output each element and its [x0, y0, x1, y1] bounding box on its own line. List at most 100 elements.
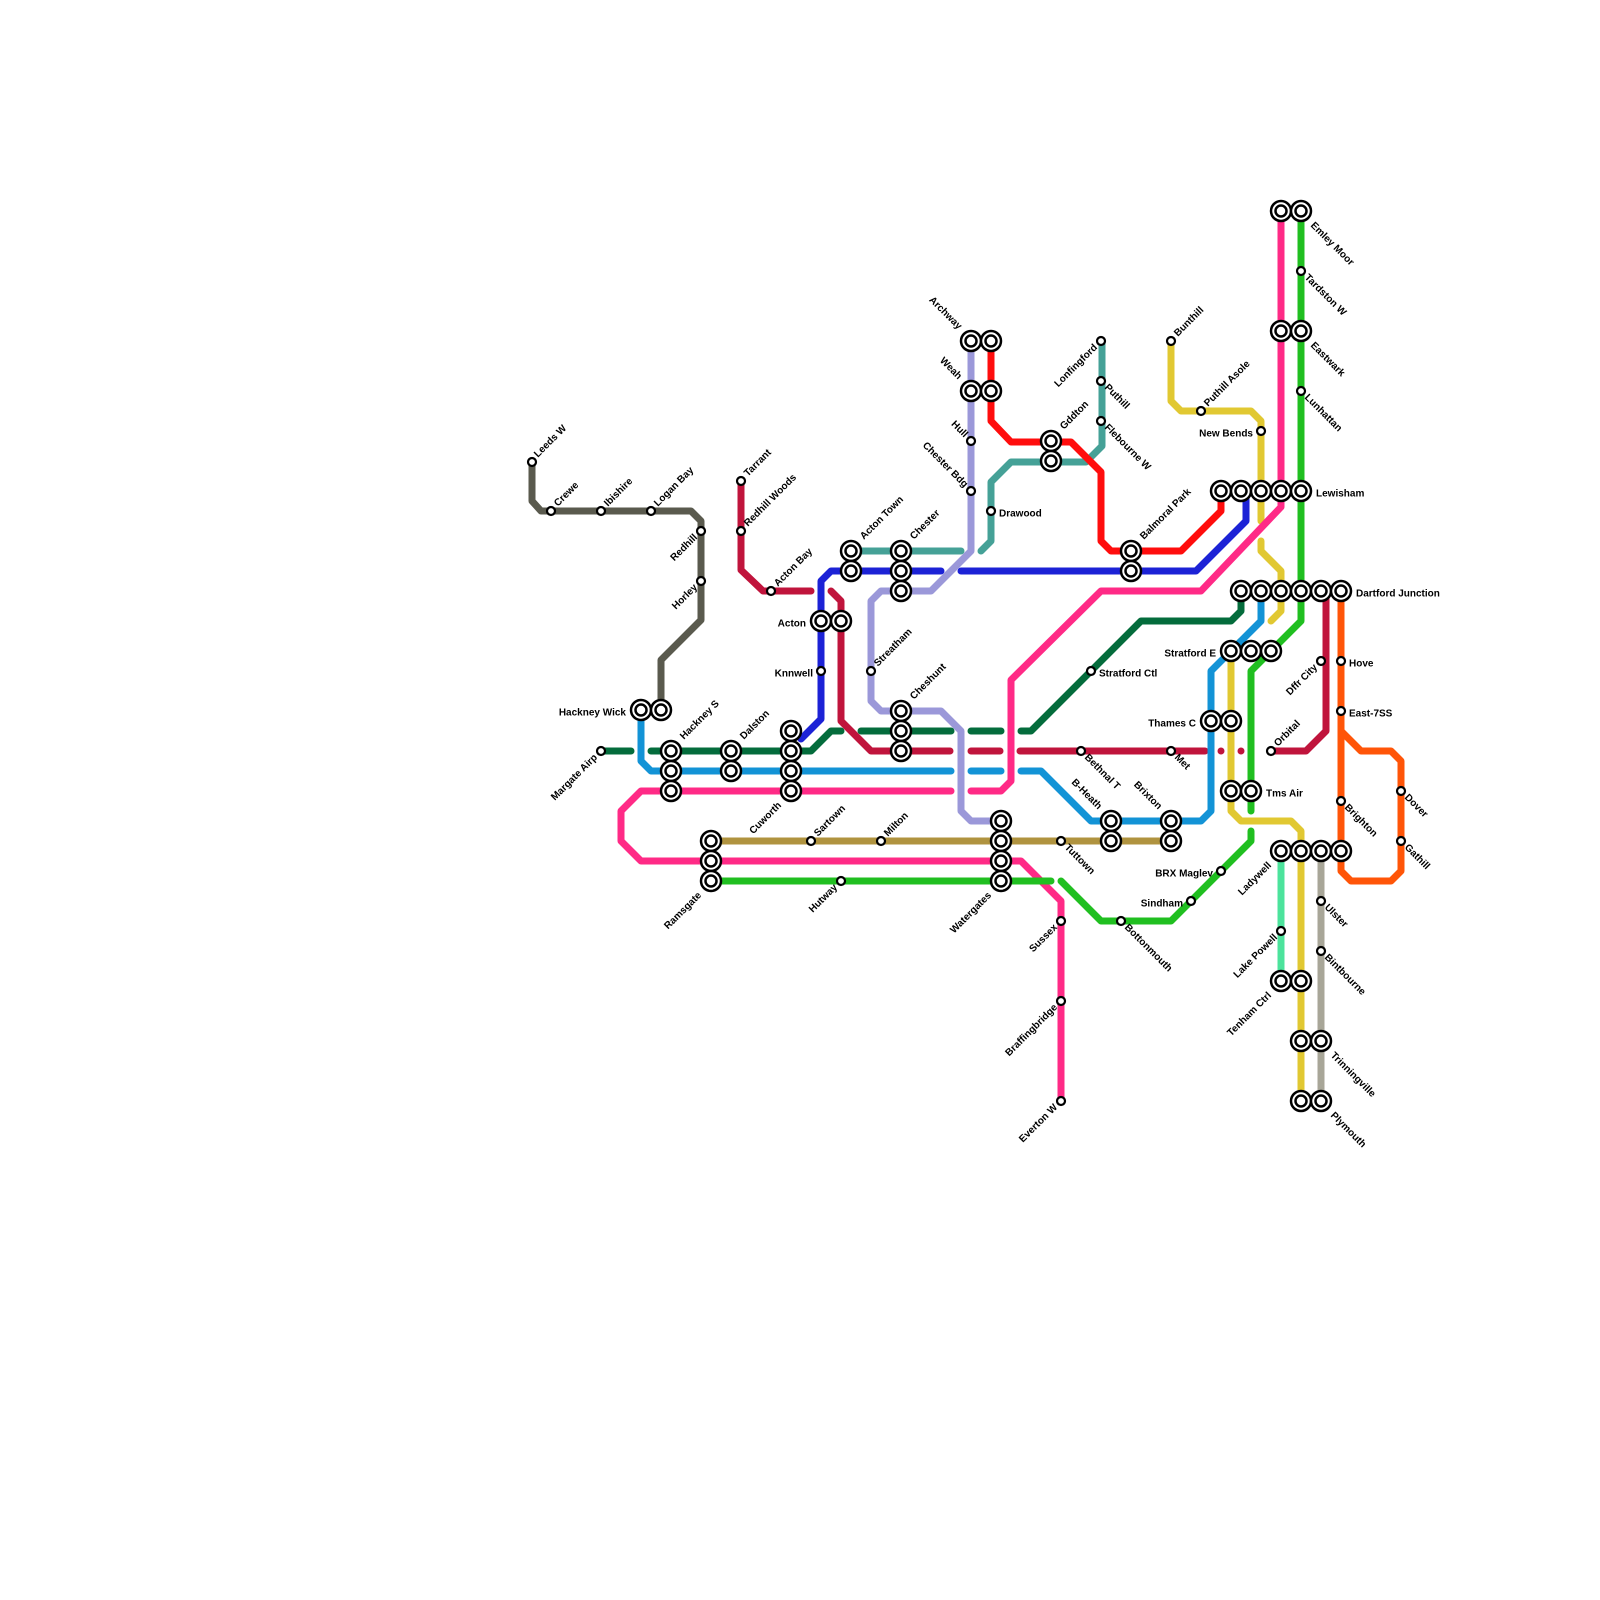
interchange-marker[interactable]: [701, 851, 721, 871]
station-marker[interactable]: [737, 527, 745, 535]
interchange-marker[interactable]: [1291, 201, 1311, 221]
interchange-marker[interactable]: [781, 761, 801, 781]
interchange-marker[interactable]: [1161, 831, 1181, 851]
interchange-marker[interactable]: [1271, 201, 1291, 221]
interchange-marker[interactable]: [1231, 481, 1251, 501]
station-marker[interactable]: [1057, 837, 1065, 845]
interchange-marker[interactable]: [631, 700, 651, 720]
interchange-marker[interactable]: [831, 611, 851, 631]
interchange-marker[interactable]: [1271, 971, 1291, 991]
station-marker[interactable]: [1117, 917, 1125, 925]
interchange-marker[interactable]: [661, 761, 681, 781]
interchange-marker[interactable]: [701, 871, 721, 891]
interchange-marker[interactable]: [961, 381, 981, 401]
interchange-marker[interactable]: [1291, 481, 1311, 501]
station-marker[interactable]: [1097, 377, 1105, 385]
station-marker[interactable]: [1167, 747, 1175, 755]
interchange-marker[interactable]: [1331, 841, 1351, 861]
interchange-marker[interactable]: [1201, 711, 1221, 731]
interchange-marker[interactable]: [721, 741, 741, 761]
station-marker[interactable]: [1337, 707, 1345, 715]
interchange-marker[interactable]: [1311, 581, 1331, 601]
interchange-marker[interactable]: [991, 831, 1011, 851]
station-marker[interactable]: [987, 507, 995, 515]
station-marker[interactable]: [1257, 427, 1265, 435]
interchange-marker[interactable]: [1241, 641, 1261, 661]
station-marker[interactable]: [1397, 837, 1405, 845]
station-marker[interactable]: [1187, 897, 1195, 905]
interchange-marker[interactable]: [781, 741, 801, 761]
station-marker[interactable]: [737, 477, 745, 485]
interchange-marker[interactable]: [891, 721, 911, 741]
interchange-marker[interactable]: [651, 700, 671, 720]
station-marker[interactable]: [1297, 387, 1305, 395]
interchange-marker[interactable]: [781, 781, 801, 801]
interchange-marker[interactable]: [1311, 1031, 1331, 1051]
interchange-marker[interactable]: [1041, 431, 1061, 451]
interchange-marker[interactable]: [1291, 841, 1311, 861]
interchange-marker[interactable]: [721, 761, 741, 781]
station-marker[interactable]: [967, 487, 975, 495]
station-marker[interactable]: [1097, 337, 1105, 345]
station-marker[interactable]: [1337, 657, 1345, 665]
station-marker[interactable]: [1057, 997, 1065, 1005]
station-marker[interactable]: [867, 667, 875, 675]
interchange-marker[interactable]: [981, 381, 1001, 401]
station-marker[interactable]: [837, 877, 845, 885]
interchange-marker[interactable]: [1291, 1091, 1311, 1111]
station-marker[interactable]: [877, 837, 885, 845]
interchange-marker[interactable]: [841, 541, 861, 561]
interchange-marker[interactable]: [811, 611, 831, 631]
interchange-marker[interactable]: [961, 331, 981, 351]
interchange-marker[interactable]: [1231, 581, 1251, 601]
interchange-marker[interactable]: [1121, 561, 1141, 581]
station-marker[interactable]: [597, 747, 605, 755]
interchange-marker[interactable]: [1101, 831, 1121, 851]
station-marker[interactable]: [1077, 747, 1085, 755]
interchange-marker[interactable]: [1261, 641, 1281, 661]
station-marker[interactable]: [1317, 947, 1325, 955]
station-marker[interactable]: [697, 527, 705, 535]
interchange-marker[interactable]: [1331, 581, 1351, 601]
station-marker[interactable]: [1397, 787, 1405, 795]
interchange-marker[interactable]: [1251, 581, 1271, 601]
station-marker[interactable]: [1217, 867, 1225, 875]
interchange-marker[interactable]: [991, 811, 1011, 831]
interchange-marker[interactable]: [1291, 1031, 1311, 1051]
station-marker[interactable]: [817, 667, 825, 675]
station-marker[interactable]: [1277, 927, 1285, 935]
station-marker[interactable]: [1087, 667, 1095, 675]
interchange-marker[interactable]: [1291, 581, 1311, 601]
interchange-marker[interactable]: [1251, 481, 1271, 501]
interchange-marker[interactable]: [1291, 321, 1311, 341]
station-marker[interactable]: [767, 587, 775, 595]
interchange-marker[interactable]: [1101, 811, 1121, 831]
station-marker[interactable]: [647, 507, 655, 515]
interchange-marker[interactable]: [1211, 481, 1231, 501]
station-marker[interactable]: [528, 458, 536, 466]
station-marker[interactable]: [1297, 267, 1305, 275]
interchange-marker[interactable]: [1121, 541, 1141, 561]
station-marker[interactable]: [547, 507, 555, 515]
station-marker[interactable]: [1337, 797, 1345, 805]
interchange-marker[interactable]: [981, 331, 1001, 351]
interchange-marker[interactable]: [891, 701, 911, 721]
station-marker[interactable]: [1317, 657, 1325, 665]
station-marker[interactable]: [1197, 407, 1205, 415]
interchange-marker[interactable]: [841, 561, 861, 581]
interchange-marker[interactable]: [1271, 481, 1291, 501]
interchange-marker[interactable]: [661, 741, 681, 761]
interchange-marker[interactable]: [1311, 841, 1331, 861]
station-marker[interactable]: [1057, 1097, 1065, 1105]
interchange-marker[interactable]: [891, 581, 911, 601]
interchange-marker[interactable]: [991, 871, 1011, 891]
interchange-marker[interactable]: [891, 561, 911, 581]
station-marker[interactable]: [1267, 747, 1275, 755]
station-marker[interactable]: [1097, 417, 1105, 425]
station-marker[interactable]: [1057, 917, 1065, 925]
station-marker[interactable]: [967, 437, 975, 445]
interchange-marker[interactable]: [1271, 841, 1291, 861]
interchange-marker[interactable]: [1221, 711, 1241, 731]
interchange-marker[interactable]: [991, 851, 1011, 871]
interchange-marker[interactable]: [1271, 581, 1291, 601]
